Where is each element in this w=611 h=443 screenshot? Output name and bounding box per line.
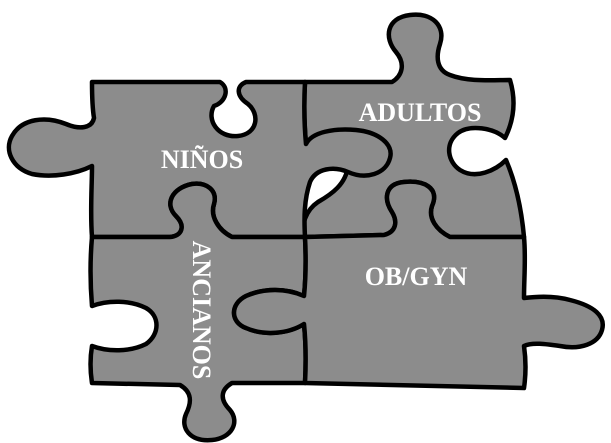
piece-label-ancianos: ANCIANOS bbox=[187, 241, 216, 380]
piece-label-ninos: NIÑOS bbox=[161, 145, 243, 174]
piece-label-obgyn: OB/GYN bbox=[365, 262, 468, 291]
piece-label-adultos: ADULTOS bbox=[359, 98, 482, 127]
